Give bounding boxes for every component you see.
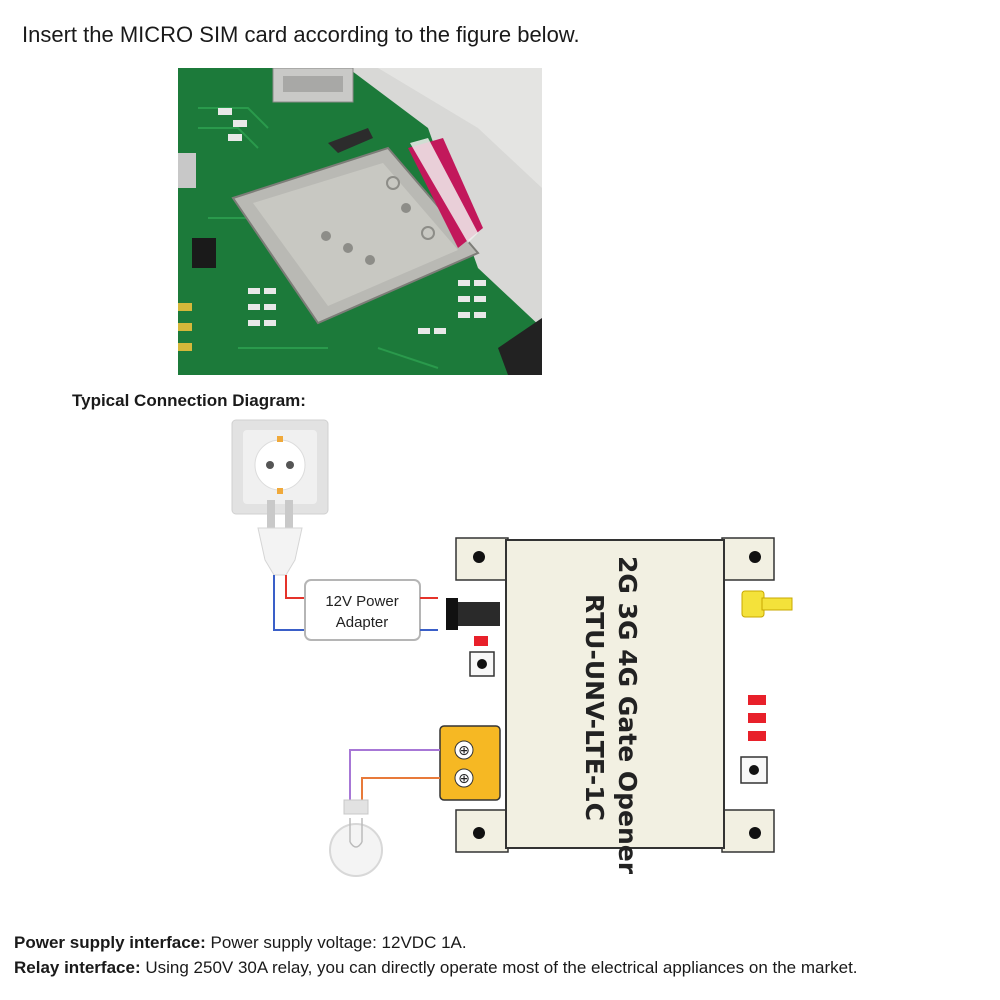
- status-led-2: [748, 713, 766, 723]
- red-wire: [285, 575, 305, 599]
- blue-wire: [273, 575, 305, 631]
- mounting-tab-top-left: [455, 537, 509, 581]
- relay-terminal-block: [439, 725, 501, 801]
- mounting-tab-top-right: [721, 537, 775, 581]
- power-supply-text: Power supply voltage: 12VDC 1A.: [205, 933, 467, 952]
- bottom-component: [498, 318, 542, 375]
- sim-latch: [328, 128, 373, 153]
- mounting-tab-bottom-right: [721, 809, 775, 853]
- relay-interface-note: Relay interface: Using 250V 30A relay, y…: [14, 958, 858, 978]
- device-board: [505, 539, 725, 849]
- dc-jack-icon: [446, 598, 500, 630]
- button-left-icon: [469, 651, 495, 677]
- power-supply-note: Power supply interface: Power supply vol…: [14, 933, 467, 953]
- sim-card-photo: [178, 68, 542, 375]
- pin-header: [178, 303, 192, 351]
- adapter-line2: Adapter: [336, 614, 389, 631]
- relay-interface-label: Relay interface:: [14, 958, 141, 977]
- wall-socket-icon: [231, 419, 329, 515]
- smd-components: [218, 108, 486, 334]
- power-supply-label: Power supply interface:: [14, 933, 206, 952]
- terminal-screw-bottom: ⊕: [458, 771, 470, 787]
- device-model: RTU-UNV-LTE-1C: [580, 594, 609, 821]
- status-led-3: [748, 731, 766, 741]
- mounting-tab-bottom-left: [455, 809, 509, 853]
- status-led-left: [474, 636, 488, 646]
- orange-wire: [361, 777, 440, 808]
- sim-slot-illustration: [178, 68, 542, 375]
- adapter-line1: 12V Power: [325, 593, 398, 610]
- pcb-traces: [198, 107, 439, 369]
- light-bulb-icon: [329, 799, 383, 877]
- ic-chip: [192, 238, 216, 268]
- relay-interface-text: Using 250V 30A relay, you can directly o…: [140, 958, 858, 977]
- power-adapter-box: [304, 579, 421, 641]
- intro-text: Insert the MICRO SIM card according to t…: [22, 22, 580, 47]
- diagram-heading: Typical Connection Diagram:: [72, 391, 306, 410]
- antenna-connector-icon: [741, 590, 793, 618]
- status-led-1: [748, 695, 766, 705]
- button-right-icon: [740, 756, 768, 784]
- purple-wire: [349, 749, 440, 800]
- device-title: 2G 3G 4G Gate Opener: [613, 556, 642, 875]
- terminal-screw-top: ⊕: [458, 743, 470, 759]
- side-component: [178, 153, 196, 188]
